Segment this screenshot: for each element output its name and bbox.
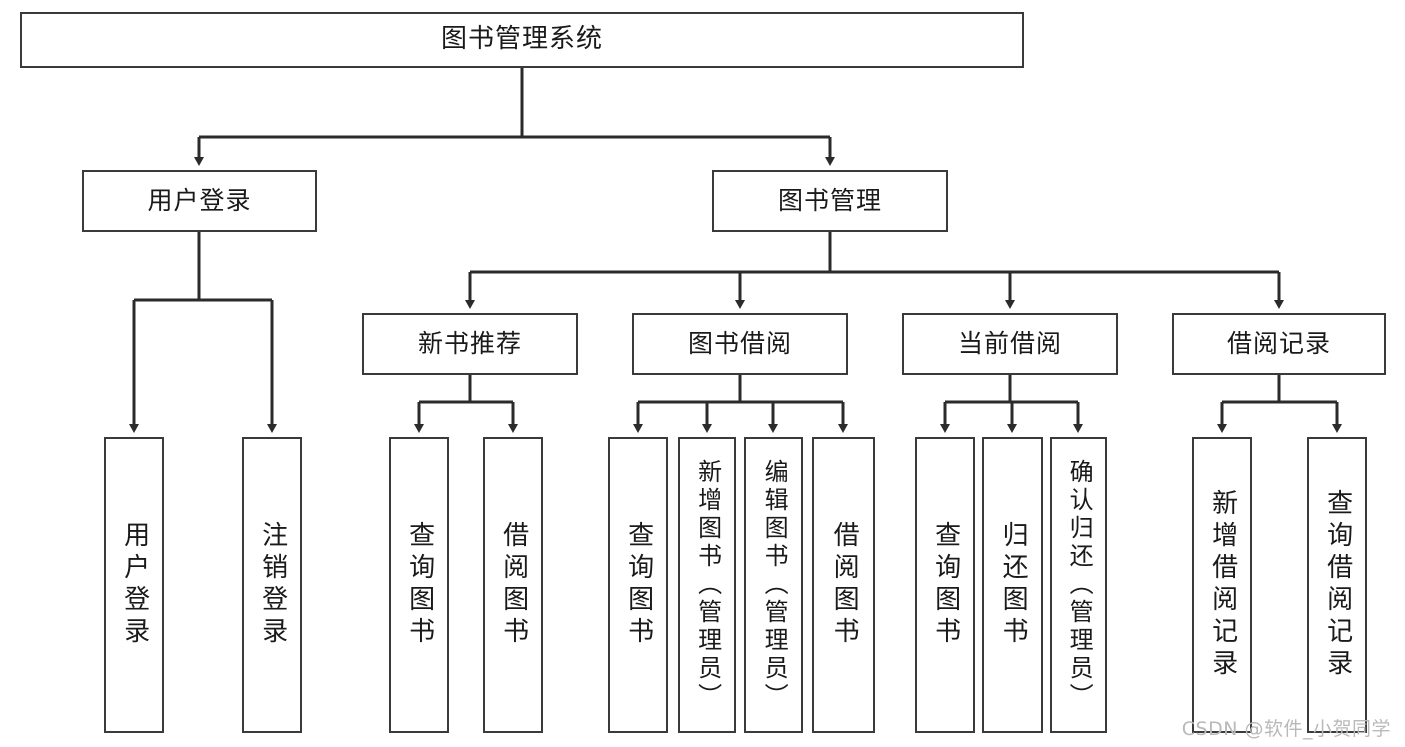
node-label: 查询借阅记录 <box>1322 489 1353 681</box>
node-label: 图书管理 <box>777 185 882 215</box>
node-label: 注销登录 <box>257 521 288 649</box>
leaf-borrow-borrow-book[interactable]: 借阅图书 <box>812 437 875 733</box>
leaf-current-query-book[interactable]: 查询图书 <box>915 437 975 733</box>
leaf-recommend-borrow-book[interactable]: 借阅图书 <box>483 437 543 733</box>
node-label: 新书推荐 <box>417 328 522 358</box>
node-book-borrow[interactable]: 图书借阅 <box>632 313 848 375</box>
leaf-recommend-query-book[interactable]: 查询图书 <box>389 437 449 733</box>
leaf-borrow-query-book[interactable]: 查询图书 <box>608 437 668 733</box>
node-borrow-record[interactable]: 借阅记录 <box>1172 313 1386 375</box>
node-label: 借阅图书 <box>829 521 860 649</box>
node-label: 查询图书 <box>623 521 654 649</box>
node-label: 当前借阅 <box>957 328 1062 358</box>
leaf-current-confirm-return-admin[interactable]: 确认归还（管理员） <box>1050 437 1107 733</box>
node-root-system[interactable]: 图书管理系统 <box>20 12 1024 68</box>
node-label: 借阅图书 <box>498 521 529 649</box>
node-label: 新增图书（管理员） <box>693 459 722 711</box>
leaf-record-add-record[interactable]: 新增借阅记录 <box>1192 437 1252 733</box>
node-label: 归还图书 <box>998 521 1029 649</box>
node-user-login[interactable]: 用户登录 <box>82 170 317 232</box>
leaf-borrow-add-book-admin[interactable]: 新增图书（管理员） <box>678 437 736 733</box>
node-label: 图书管理系统 <box>440 24 603 55</box>
node-label: 用户登录 <box>119 521 150 649</box>
leaf-record-query-record[interactable]: 查询借阅记录 <box>1307 437 1367 733</box>
leaf-user-login-logout[interactable]: 注销登录 <box>242 437 302 733</box>
node-label: 编辑图书（管理员） <box>760 459 789 711</box>
node-label: 确认归还（管理员） <box>1065 459 1094 711</box>
leaf-borrow-edit-book-admin[interactable]: 编辑图书（管理员） <box>744 437 803 733</box>
node-label: 新增借阅记录 <box>1207 489 1238 681</box>
leaf-current-return-book[interactable]: 归还图书 <box>982 437 1043 733</box>
node-label: 查询图书 <box>930 521 961 649</box>
node-label: 借阅记录 <box>1226 328 1331 358</box>
node-new-book-recommend[interactable]: 新书推荐 <box>362 313 578 375</box>
node-label: 图书借阅 <box>687 328 792 358</box>
node-book-management[interactable]: 图书管理 <box>712 170 948 232</box>
node-label: 查询图书 <box>404 521 435 649</box>
node-label: 用户登录 <box>147 185 252 215</box>
node-current-borrow[interactable]: 当前借阅 <box>902 313 1118 375</box>
leaf-user-login-login[interactable]: 用户登录 <box>104 437 164 733</box>
watermark: CSDN @软件_小贺同学 <box>1181 718 1391 740</box>
